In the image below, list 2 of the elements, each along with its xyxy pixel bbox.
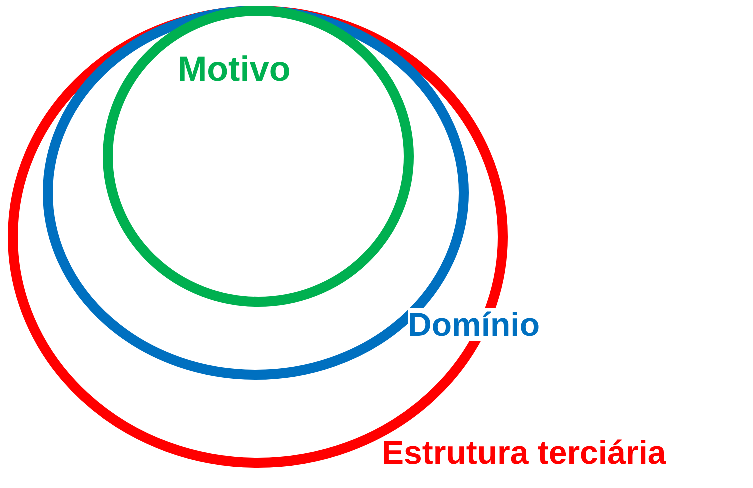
region-label: Domínio bbox=[408, 308, 540, 341]
region-label: Estrutura terciária bbox=[382, 436, 666, 469]
